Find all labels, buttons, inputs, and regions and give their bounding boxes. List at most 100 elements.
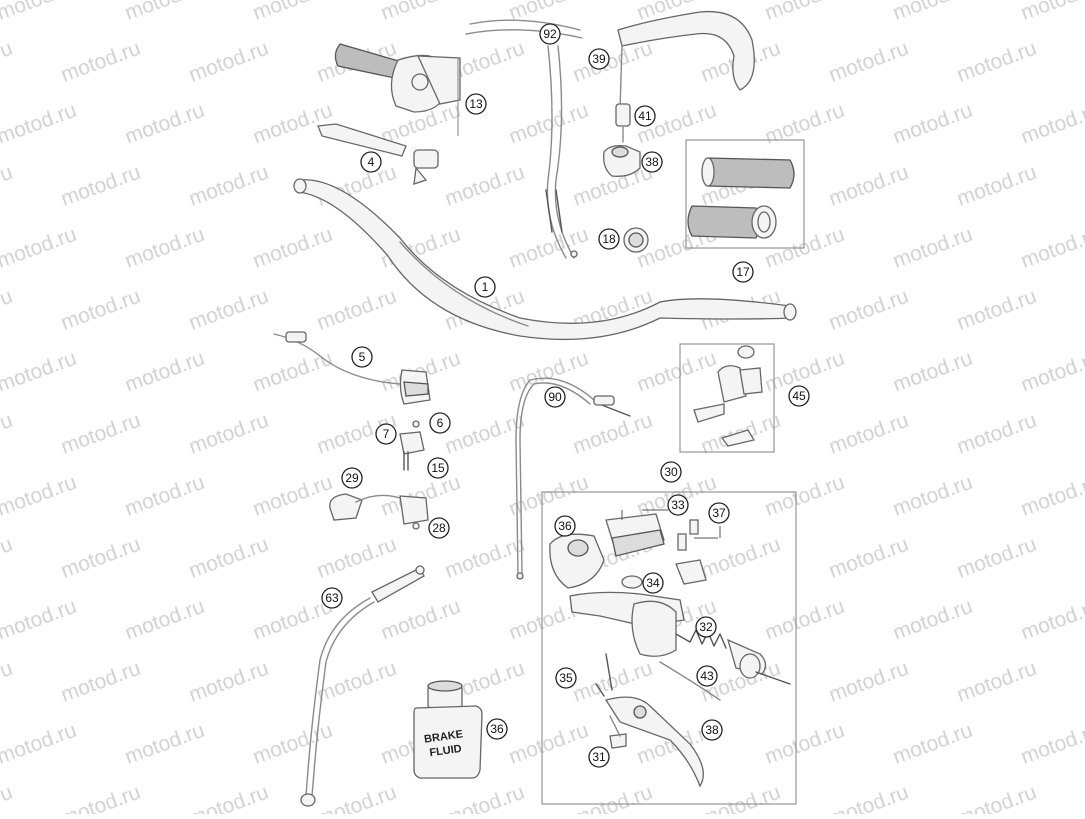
callout-31: 31 (588, 746, 610, 768)
watermark-text: motod.ru (954, 533, 1040, 583)
watermark-text: motod.ru (0, 533, 16, 583)
watermark-text: motod.ru (0, 285, 16, 335)
svg-text:43: 43 (700, 669, 714, 683)
svg-text:37: 37 (712, 506, 726, 520)
watermark-text: motod.ru (122, 719, 208, 769)
callout-29: 29 (341, 467, 363, 489)
watermark-text: motod.ru (1018, 347, 1085, 397)
watermark-text: motod.ru (442, 409, 528, 459)
watermark-text: motod.ru (826, 285, 912, 335)
watermark-text: motod.ru (122, 223, 208, 273)
part-4-switch (317, 123, 439, 185)
watermark-text: motod.ru (186, 285, 272, 335)
svg-text:41: 41 (638, 109, 652, 123)
svg-text:92: 92 (543, 27, 557, 41)
watermark-text: motod.ru (442, 161, 528, 211)
watermark-text: motod.ru (250, 99, 336, 149)
watermark-text: motod.ru (186, 37, 272, 87)
part-18-cap (623, 227, 649, 253)
svg-text:35: 35 (559, 671, 573, 685)
watermark-text: motod.ru (378, 595, 464, 645)
svg-text:30: 30 (664, 465, 678, 479)
callout-35: 35 (555, 667, 577, 689)
svg-text:18: 18 (602, 232, 616, 246)
watermark-text: motod.ru (58, 285, 144, 335)
part-36-brake-fluid-bottle: BRAKE FLUID (413, 680, 483, 779)
callout-41: 39 (588, 48, 610, 70)
svg-text:6: 6 (437, 416, 444, 430)
watermark-text: motod.ru (314, 533, 400, 583)
watermark-text: motod.ru (58, 161, 144, 211)
watermark-text: motod.ru (698, 533, 784, 583)
bottle-label-line2: FLUID (429, 743, 463, 759)
svg-text:32: 32 (699, 620, 713, 634)
part-45-switch-set (679, 343, 775, 453)
watermark-text: motod.ru (890, 719, 976, 769)
watermark-text: motod.ru (826, 37, 912, 87)
svg-text:13: 13 (469, 97, 483, 111)
watermark-text: motod.ru (442, 533, 528, 583)
watermark-text: motod.ru (0, 0, 80, 25)
part-63-brake-hose (300, 565, 425, 807)
part-43-adjuster (615, 103, 631, 143)
watermark-text: motod.ru (0, 223, 80, 273)
watermark-text: motod.ru (378, 0, 464, 25)
watermark-text: motod.ru (0, 719, 80, 769)
watermark-text: motod.ru (0, 347, 80, 397)
callout-13: 13 (465, 93, 487, 115)
part-41-clutch-lever (617, 10, 755, 111)
watermark-text: motod.ru (314, 285, 400, 335)
watermark-text: motod.ru (0, 161, 16, 211)
watermark-text: motod.ru (442, 781, 528, 814)
watermark-text: motod.ru (1018, 595, 1085, 645)
watermark-text: motod.ru (1018, 99, 1085, 149)
watermark-text: motod.ru (570, 37, 656, 87)
watermark-text: motod.ru (58, 781, 144, 814)
callout-37: 36 (554, 515, 576, 537)
watermark-text: motod.ru (954, 37, 1040, 87)
svg-text:17: 17 (736, 265, 750, 279)
callout-17: 17 (732, 261, 754, 283)
watermark-text: motod.ru (250, 0, 336, 25)
part-40-clamp (603, 144, 641, 177)
callout-28: 28 (428, 517, 450, 539)
callout-6: 6 (429, 412, 451, 434)
watermark-text: motod.ru (890, 99, 976, 149)
callout-45: 45 (788, 385, 810, 407)
svg-text:31: 31 (592, 750, 606, 764)
watermark-text: motod.ru (954, 285, 1040, 335)
svg-text:4: 4 (368, 155, 375, 169)
watermark-text: motod.ru (570, 781, 656, 814)
callout-33: 33 (667, 494, 689, 516)
watermark-text: motod.ru (762, 471, 848, 521)
svg-text:90: 90 (548, 390, 562, 404)
part-90-clutch-cable (515, 377, 631, 580)
part-5-switch (273, 331, 431, 405)
svg-text:38: 38 (705, 723, 719, 737)
watermark-text: motod.ru (570, 409, 656, 459)
watermark-text: motod.ru (0, 99, 80, 149)
callout-34: 34 (642, 572, 664, 594)
watermark-text: motod.ru (58, 37, 144, 87)
watermark-text: motod.ru (250, 347, 336, 397)
watermark-text: motod.ru (762, 719, 848, 769)
watermark-text: motod.ru (762, 99, 848, 149)
watermark-text: motod.ru (0, 409, 16, 459)
callout-30: 30 (660, 461, 682, 483)
watermark-text: motod.ru (58, 533, 144, 583)
watermark-text: motod.ru (0, 657, 16, 707)
watermark-text: motod.ru (506, 223, 592, 273)
part-17-grip-set (685, 139, 805, 249)
watermark-text: motod.ru (0, 595, 80, 645)
svg-text:39: 39 (592, 52, 606, 66)
watermark-text: motod.ru (0, 781, 16, 814)
watermark-text: motod.ru (762, 0, 848, 25)
throttle-cables (465, 19, 583, 259)
callout-38: 38 (701, 719, 723, 741)
watermark-text: motod.ru (186, 781, 272, 814)
callout-63: 63 (321, 587, 343, 609)
callout-layer: 92 39 13 41 4 38 18 17 1 5 90 45 6 7 15 … (321, 23, 810, 768)
svg-text:7: 7 (383, 427, 390, 441)
watermark-text: motod.ru (1018, 471, 1085, 521)
